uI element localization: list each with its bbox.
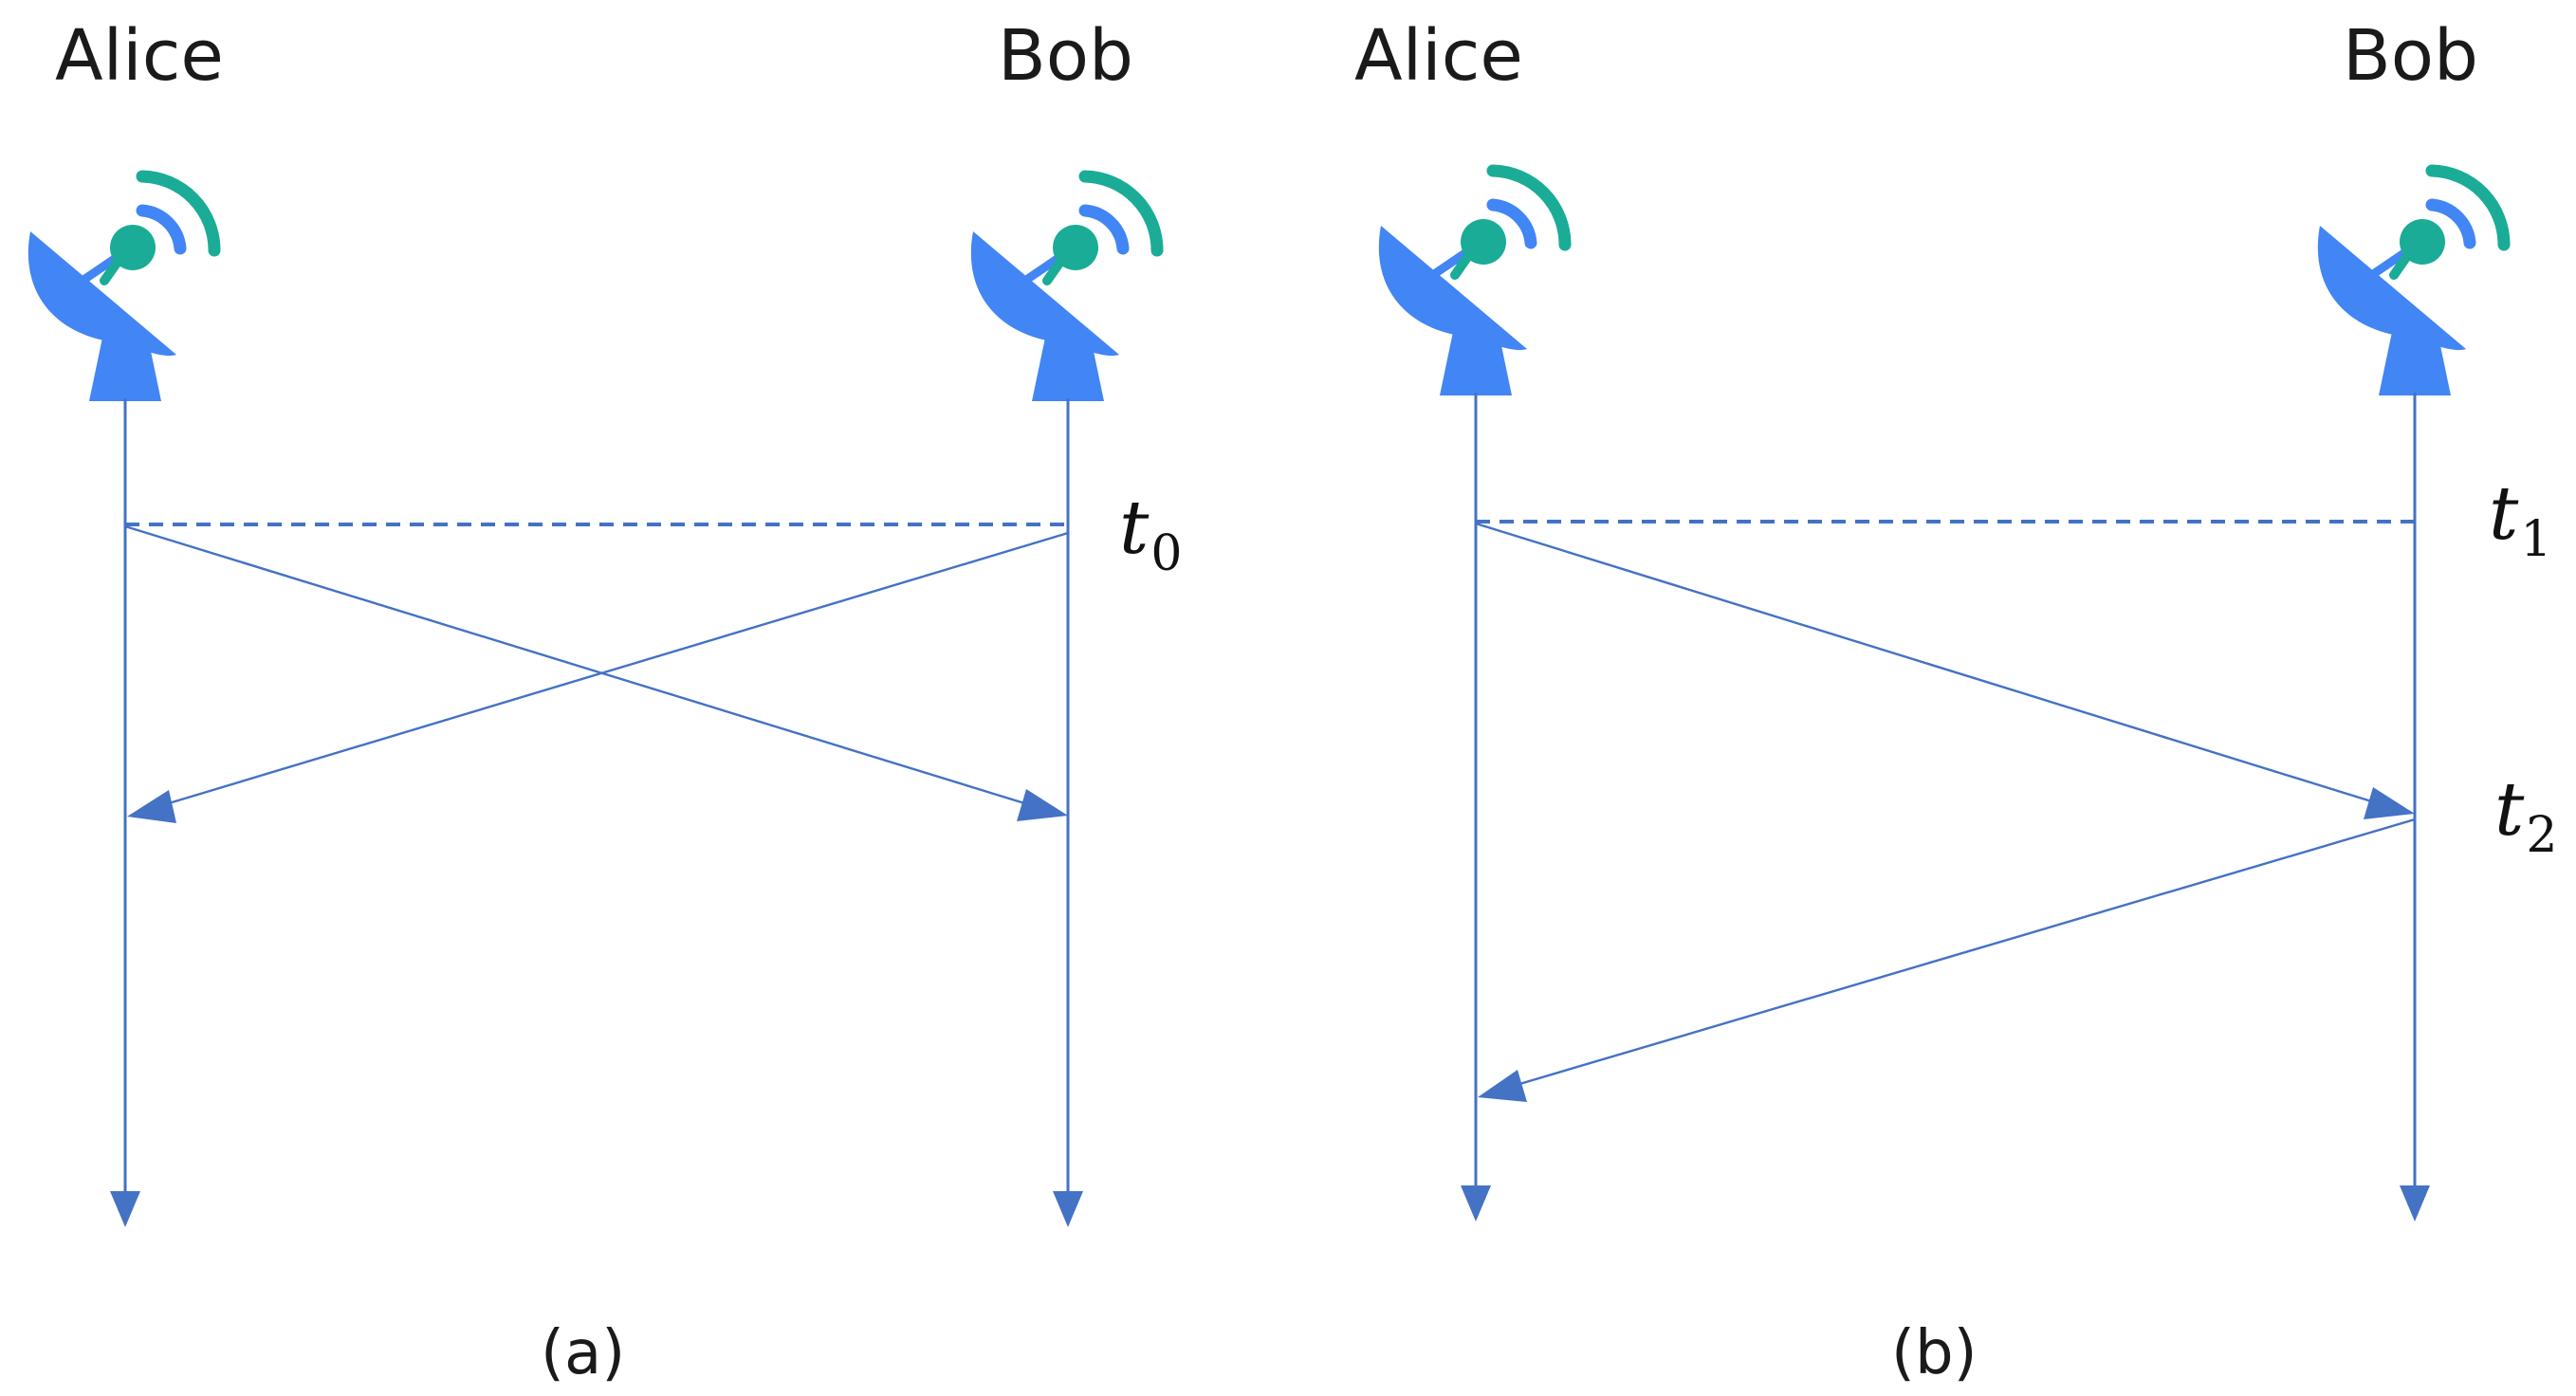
- satellite-dish-icon: [971, 176, 1157, 401]
- message-arrowhead: [1478, 1070, 1527, 1102]
- message-arrowhead: [1017, 789, 1068, 821]
- lifeline-arrowhead: [1053, 1191, 1083, 1227]
- caption-a: (a): [541, 1318, 625, 1388]
- message-arrowhead: [127, 790, 176, 823]
- panel-a: Alice Bob t0 (a): [28, 15, 1182, 1388]
- message-bob-to-alice: [1509, 817, 2416, 1089]
- node-label-alice-a: Alice: [55, 15, 224, 97]
- node-label-bob-a: Bob: [998, 15, 1133, 97]
- lifeline-arrowhead: [1461, 1185, 1491, 1222]
- node-label-bob-b: Bob: [2343, 15, 2478, 97]
- satellite-dish-icon: [2318, 171, 2504, 395]
- lifeline-arrowhead: [110, 1191, 140, 1227]
- message-arrowhead: [2364, 787, 2415, 819]
- satellite-dish-icon: [1379, 171, 1565, 395]
- time-marker-t2: t2: [2494, 767, 2557, 864]
- time-marker-t1: t1: [2489, 471, 2551, 568]
- message-alice-to-bob: [1475, 522, 2382, 806]
- node-label-alice-b: Alice: [1354, 15, 1523, 97]
- panel-b: Alice Bob t1 t2 (b): [1354, 15, 2557, 1388]
- caption-b: (b): [1891, 1318, 1978, 1388]
- message-bob-to-alice: [158, 531, 1069, 808]
- satellite-dish-icon: [28, 176, 214, 401]
- lifeline-arrowhead: [2400, 1185, 2430, 1222]
- message-alice-to-bob: [124, 524, 1035, 808]
- time-marker-t0: t0: [1119, 486, 1182, 582]
